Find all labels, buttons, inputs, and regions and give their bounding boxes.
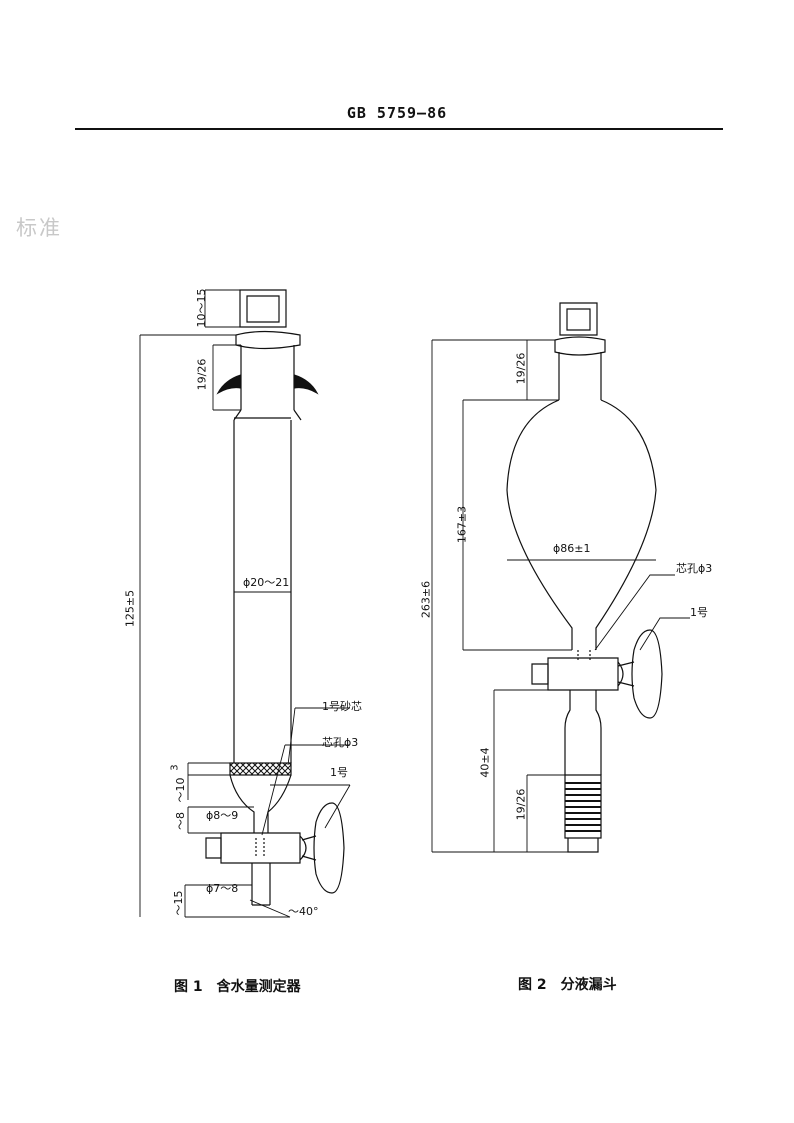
dim-tip-length: ～15 [172, 890, 185, 916]
label-hole: 芯孔ϕ3 [322, 736, 359, 749]
dim-bulb-length: 167±3 [455, 505, 469, 544]
frit-disc [229, 762, 292, 776]
label-frit: 1号砂芯 [322, 700, 362, 713]
figure2-caption-number: 图 2 [518, 977, 547, 993]
dim-bulb-diameter: ϕ86±1 [553, 542, 591, 555]
dim-neck-length-2: ～8 [174, 812, 187, 830]
dim-tip-angle: ～40° [288, 905, 319, 918]
dim-tip-diameter: ϕ7～8 [206, 882, 239, 895]
watermark-stamp: 标准 [16, 216, 62, 240]
standard-code-header: GB 5759—86 [346, 104, 448, 122]
figure2-caption-title: 分液漏斗 [560, 977, 617, 993]
dim-tube-diameter: ϕ20～21 [243, 576, 290, 589]
figure1-dimension-lines [139, 289, 351, 918]
dim-joint-size: 19/26 [195, 358, 209, 391]
label-stopcock: 1号 [690, 606, 708, 619]
dim-joint-top: 19/26 [514, 352, 528, 385]
dim-joint-bottom: 19/26 [514, 788, 528, 821]
dim-neck-diameter: ϕ8～9 [206, 809, 239, 822]
figure1-apparatus [205, 289, 345, 906]
figure2-dimension-lines [431, 339, 690, 853]
figure1-caption: 图 1 含水量测定器 [174, 976, 315, 996]
label-hole: 芯孔ϕ3 [676, 562, 713, 575]
figure2-caption: 图 2 分液漏斗 [518, 974, 631, 994]
label-stopcock: 1号 [330, 766, 348, 779]
dim-stem-length: 40±4 [478, 747, 492, 778]
header-rule [75, 128, 723, 130]
dim-top-length: 10～15 [195, 288, 208, 328]
dim-total-length: 263±6 [419, 580, 433, 619]
ground-joint-threads [565, 778, 601, 832]
figure1-caption-number: 图 1 [174, 979, 203, 995]
dim-total-length: 125±5 [123, 589, 137, 628]
figure2-apparatus [506, 302, 663, 853]
figure1-caption-title: 含水量测定器 [216, 979, 301, 995]
